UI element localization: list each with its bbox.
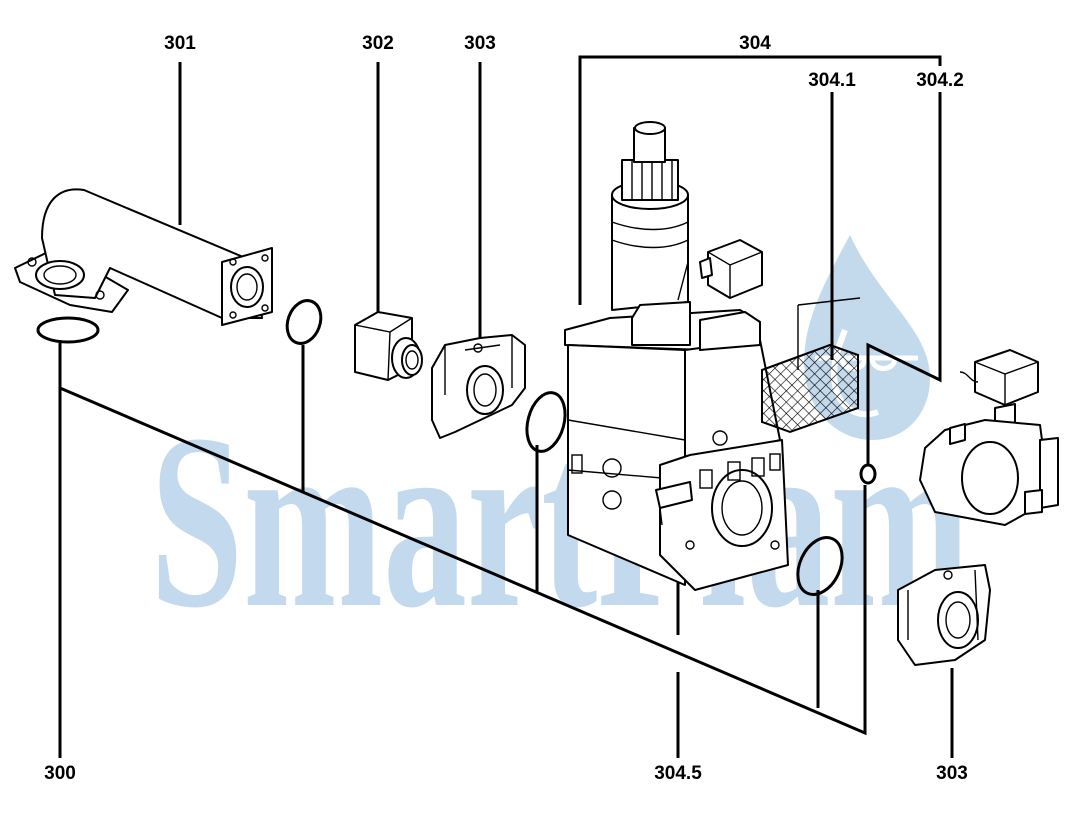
leader-lines — [58, 55, 954, 758]
elbow-pipe-301 — [14, 188, 273, 326]
label-301: 301 — [164, 33, 196, 54]
label-302: 302 — [362, 33, 394, 54]
oring-large-4 — [796, 536, 844, 596]
label-300: 300 — [44, 763, 76, 784]
flange-303-top — [431, 334, 526, 439]
watermark: SmartFlam — [150, 235, 970, 660]
filter-mesh-304-1 — [761, 297, 861, 434]
oring-small-1 — [285, 299, 323, 345]
label-303-bottom: 303 — [936, 763, 968, 784]
solenoid-actuator-304-2 — [919, 349, 1059, 526]
oring-tiny-3 — [859, 463, 877, 485]
watermark-text: SmartFlam — [150, 383, 970, 660]
label-304-2: 304.2 — [916, 70, 964, 91]
threaded-adapter-302 — [354, 311, 423, 381]
label-304: 304 — [739, 33, 771, 54]
part-labels: 300 301 302 303 304 304.1 304.2 304.5 30… — [44, 33, 968, 784]
oring-large-2 — [525, 391, 567, 453]
oring-300 — [36, 316, 100, 344]
label-304-1: 304.1 — [808, 70, 856, 91]
gas-valve-304 — [564, 121, 789, 591]
label-304-5: 304.5 — [654, 763, 702, 784]
label-303-top: 303 — [464, 33, 496, 54]
flange-303-bottom — [897, 564, 991, 666]
